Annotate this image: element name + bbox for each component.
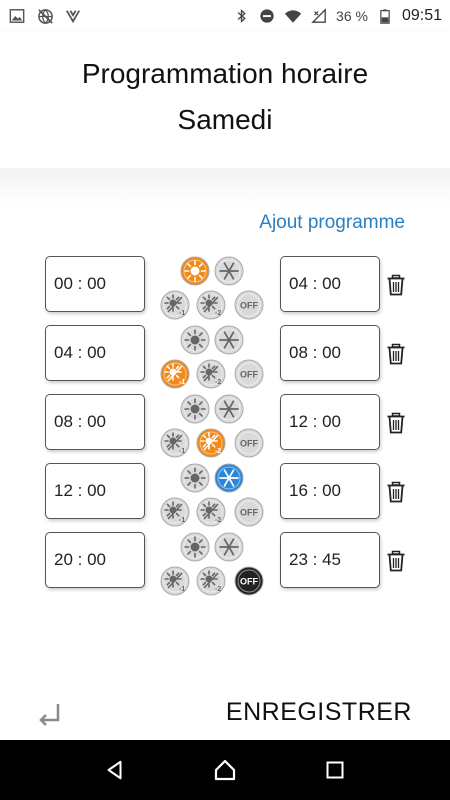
svg-text:OFF: OFF <box>240 577 258 587</box>
svg-text:-1: -1 <box>179 448 185 455</box>
mode-frost-icon[interactable] <box>214 532 244 562</box>
end-time-field[interactable]: 16 : 00 <box>280 463 380 519</box>
svg-text:-2: -2 <box>215 448 221 455</box>
svg-text:-2: -2 <box>215 586 221 593</box>
mode-comfort-icon[interactable] <box>180 394 210 424</box>
trash-icon[interactable] <box>385 274 407 296</box>
mode-comfort-icon[interactable] <box>180 256 210 286</box>
mode-comfort-icon[interactable] <box>180 463 210 493</box>
svg-text:-2: -2 <box>215 379 221 386</box>
mode-eco-minus1-icon[interactable]: -1 <box>160 497 190 527</box>
program-row: 08 : 00 -1 -2 OFF 12 : 00 <box>0 394 450 458</box>
svg-text:-1: -1 <box>179 310 185 317</box>
mode-frost-icon[interactable] <box>214 463 244 493</box>
save-button[interactable]: ENREGISTRER <box>225 698 412 726</box>
nav-back-icon[interactable] <box>100 755 130 785</box>
mode-comfort-icon[interactable] <box>180 325 210 355</box>
page-title: Programmation horaire <box>81 58 369 89</box>
mode-eco-minus1-icon[interactable]: -1 <box>160 428 190 458</box>
trash-icon[interactable] <box>385 481 407 503</box>
trash-icon[interactable] <box>385 343 407 365</box>
mode-comfort-icon[interactable] <box>180 532 210 562</box>
battery-icon <box>376 7 394 25</box>
svg-text:OFF: OFF <box>240 301 258 311</box>
program-row: 00 : 00 -1 -2 OFF 04 : 00 <box>0 256 450 320</box>
mode-off-icon[interactable]: OFF <box>234 497 264 527</box>
svg-text:-2: -2 <box>215 310 221 317</box>
start-time-field[interactable]: 20 : 00 <box>45 532 145 588</box>
mode-eco-minus1-icon[interactable]: -1 <box>160 359 190 389</box>
signal-icon <box>310 7 328 25</box>
mode-eco-minus1-icon[interactable]: -1 <box>160 290 190 320</box>
end-time-field[interactable]: 12 : 00 <box>280 394 380 450</box>
wifi-icon <box>284 7 302 25</box>
status-time: 09:51 <box>401 7 442 24</box>
svg-text:-1: -1 <box>179 586 185 593</box>
start-time-field[interactable]: 08 : 00 <box>45 394 145 450</box>
svg-text:-1: -1 <box>179 517 185 524</box>
add-program-link[interactable]: Ajout programme <box>259 212 405 233</box>
mode-eco-minus2-icon[interactable]: -2 <box>196 359 226 389</box>
mode-eco-minus2-icon[interactable]: -2 <box>196 428 226 458</box>
system-nav-bar <box>0 740 450 800</box>
back-arrow-icon[interactable] <box>36 700 64 730</box>
mode-off-icon[interactable]: OFF <box>234 566 264 596</box>
mode-frost-icon[interactable] <box>214 394 244 424</box>
nav-recents-icon[interactable] <box>320 755 350 785</box>
page-header: Programmation horaire Samedi <box>0 32 450 168</box>
svg-text:-1: -1 <box>179 379 185 386</box>
start-time-field[interactable]: 00 : 00 <box>45 256 145 312</box>
svg-text:OFF: OFF <box>240 439 258 449</box>
end-time-field[interactable]: 23 : 45 <box>280 532 380 588</box>
do-not-disturb-icon <box>258 7 276 25</box>
mode-frost-icon[interactable] <box>214 256 244 286</box>
app-notification-icon <box>64 7 82 25</box>
svg-text:OFF: OFF <box>240 370 258 380</box>
mode-eco-minus2-icon[interactable]: -2 <box>196 497 226 527</box>
end-time-field[interactable]: 04 : 00 <box>280 256 380 312</box>
mode-off-icon[interactable]: OFF <box>234 428 264 458</box>
program-row: 04 : 00 -1 -2 OFF 08 : 00 <box>0 325 450 389</box>
start-time-field[interactable]: 12 : 00 <box>45 463 145 519</box>
battery-percent: 36 % <box>336 8 368 24</box>
trash-icon[interactable] <box>385 550 407 572</box>
mode-eco-minus1-icon[interactable]: -1 <box>160 566 190 596</box>
start-time-field[interactable]: 04 : 00 <box>45 325 145 381</box>
svg-text:OFF: OFF <box>240 508 258 518</box>
header-shadow <box>0 168 450 208</box>
mode-eco-minus2-icon[interactable]: -2 <box>196 290 226 320</box>
globe-off-notification-icon <box>36 7 54 25</box>
nav-home-icon[interactable] <box>210 755 240 785</box>
bluetooth-icon <box>232 7 250 25</box>
day-title: Samedi <box>177 104 273 135</box>
end-time-field[interactable]: 08 : 00 <box>280 325 380 381</box>
svg-text:-2: -2 <box>215 517 221 524</box>
mode-off-icon[interactable]: OFF <box>234 290 264 320</box>
status-bar: 36 % 09:51 <box>0 0 450 32</box>
mode-frost-icon[interactable] <box>214 325 244 355</box>
program-row: 12 : 00 -1 -2 OFF 16 : 00 <box>0 463 450 527</box>
mode-off-icon[interactable]: OFF <box>234 359 264 389</box>
trash-icon[interactable] <box>385 412 407 434</box>
mode-eco-minus2-icon[interactable]: -2 <box>196 566 226 596</box>
image-notification-icon <box>8 7 26 25</box>
program-row: 20 : 00 -1 -2 OFF 23 : 45 <box>0 532 450 596</box>
